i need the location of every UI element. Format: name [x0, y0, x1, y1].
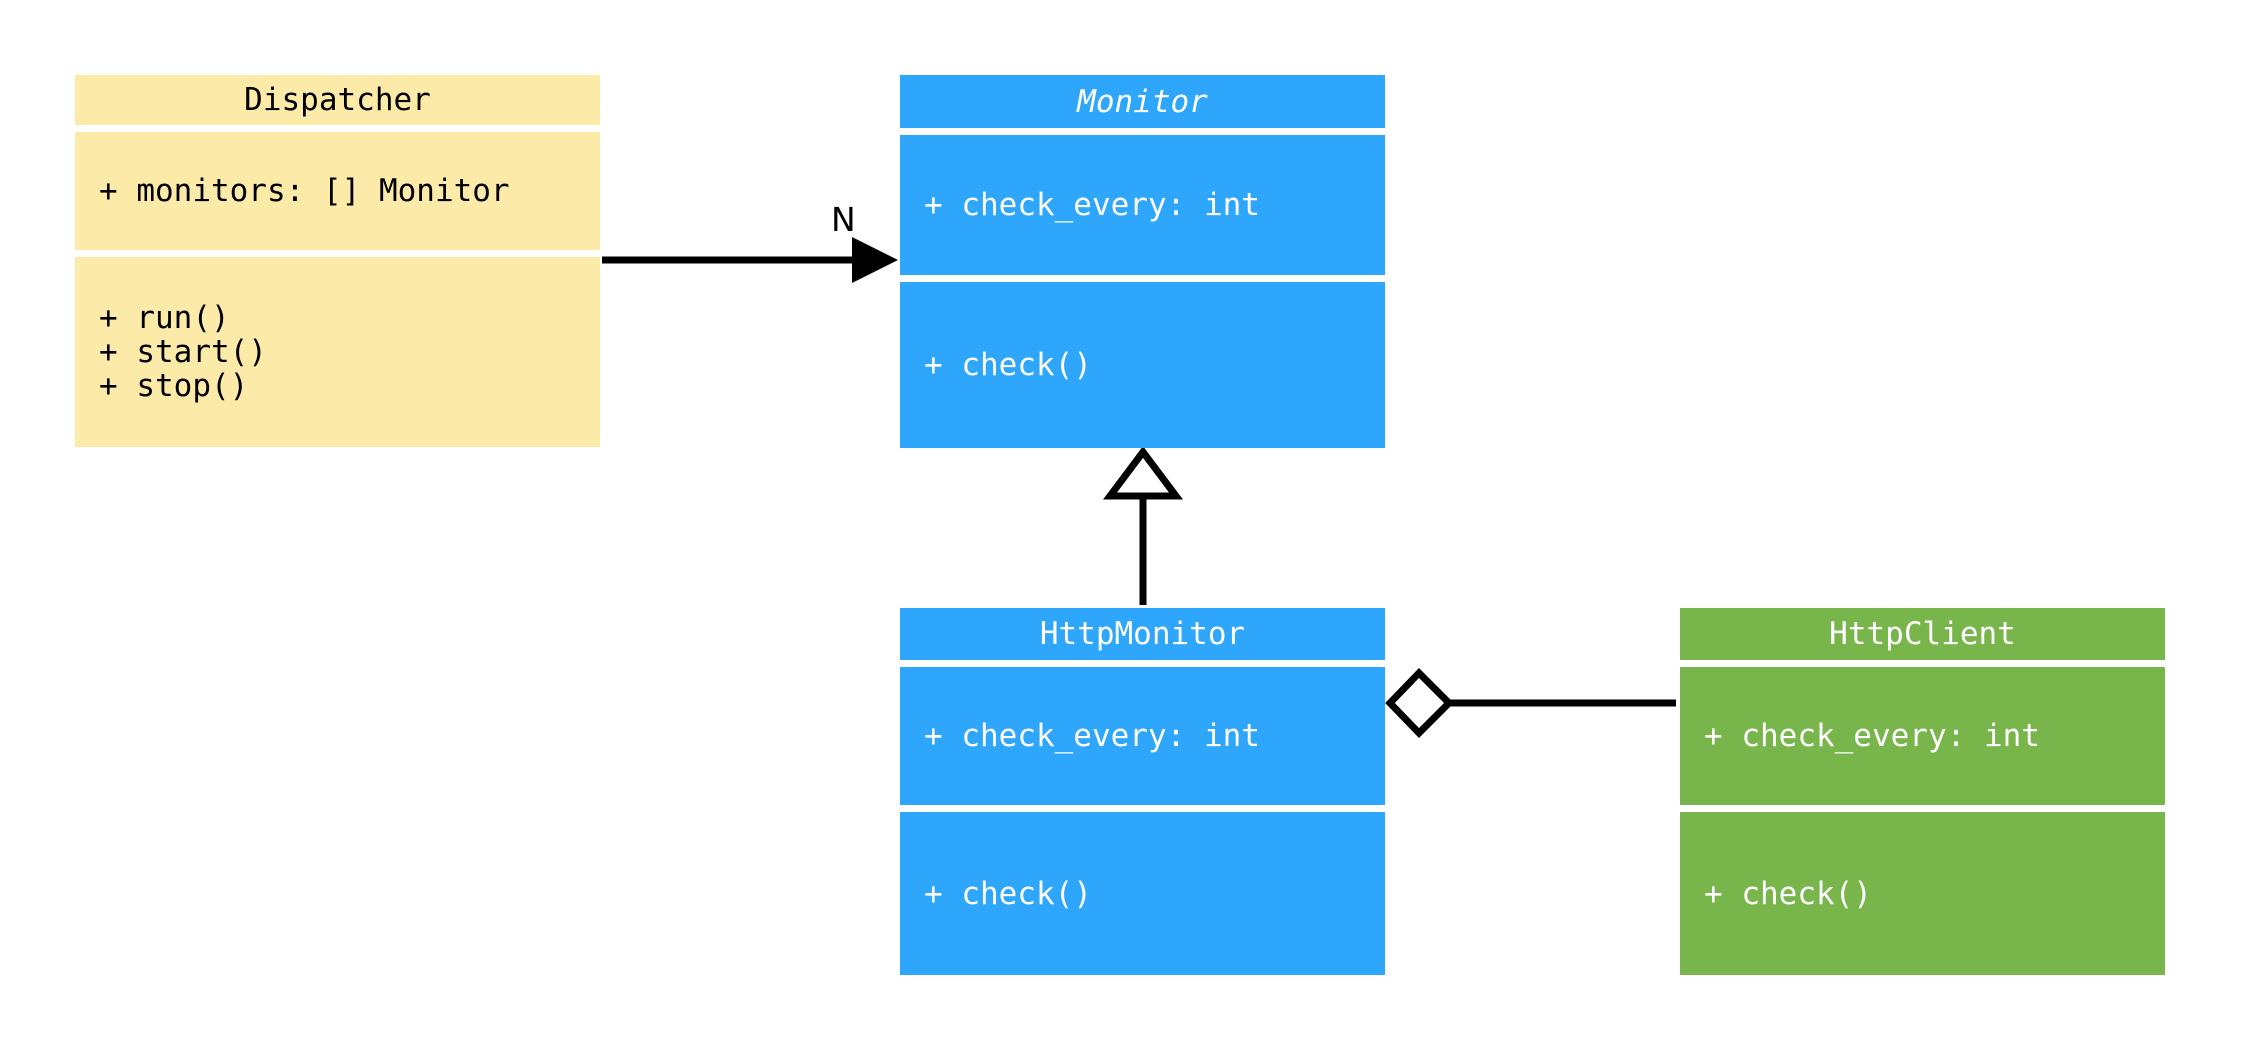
method-row: + start() — [99, 334, 267, 370]
attribute-row: + check_every: int — [924, 187, 1260, 223]
class-name-text: HttpClient — [1829, 616, 2016, 652]
class-title-monitor: Monitor — [900, 75, 1385, 128]
method-row: + stop() — [99, 368, 249, 404]
method-row: + check() — [924, 875, 1092, 912]
hollow-triangle-icon — [1103, 446, 1183, 500]
class-attributes-monitor: + check_every: int — [900, 128, 1385, 275]
association-multiplicity-label: N — [831, 200, 856, 239]
filled-arrowhead-icon — [852, 237, 898, 283]
class-methods-monitor: + check() — [900, 275, 1385, 448]
method-row: + check() — [1704, 875, 1872, 912]
class-methods-dispatcher: + run() + start() + stop() — [75, 250, 600, 447]
attribute-row: + check_every: int — [924, 718, 1260, 754]
association-dispatcher-monitor — [602, 237, 898, 283]
class-title-http-monitor: HttpMonitor — [900, 608, 1385, 660]
attribute-row: + monitors: [] Monitor — [99, 173, 510, 209]
aggregation-httpmonitor-httpclient — [1385, 668, 1676, 738]
class-box-dispatcher[interactable]: Dispatcher + monitors: [] Monitor + run(… — [75, 75, 600, 447]
class-title-dispatcher: Dispatcher — [75, 75, 600, 125]
class-name-text: Dispatcher — [244, 82, 431, 118]
class-name-text: HttpMonitor — [1039, 616, 1246, 652]
method-row: + run() — [99, 300, 230, 336]
class-methods-http-client: + check() — [1680, 805, 2165, 975]
class-title-http-client: HttpClient — [1680, 608, 2165, 660]
class-attributes-dispatcher: + monitors: [] Monitor — [75, 125, 600, 250]
class-attributes-http-client: + check_every: int — [1680, 660, 2165, 805]
method-row: + check() — [924, 347, 1092, 383]
class-box-http-client[interactable]: HttpClient + check_every: int + check() — [1680, 608, 2165, 975]
class-methods-http-monitor: + check() — [900, 805, 1385, 975]
generalization-httpmonitor-monitor — [1103, 446, 1183, 605]
class-name-text: Monitor — [1077, 83, 1208, 120]
attribute-row: + check_every: int — [1704, 718, 2040, 754]
class-attributes-http-monitor: + check_every: int — [900, 660, 1385, 805]
class-box-monitor[interactable]: Monitor + check_every: int + check() — [900, 75, 1385, 448]
class-box-http-monitor[interactable]: HttpMonitor + check_every: int + check() — [900, 608, 1385, 975]
hollow-diamond-icon — [1385, 668, 1454, 738]
